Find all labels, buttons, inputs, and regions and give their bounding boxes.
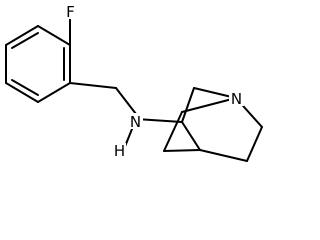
bond-nh-to-cage-carbon bbox=[135, 118, 183, 123]
ring-double-bond-c2-c3 bbox=[11, 32, 39, 49]
cage-bond-c5-c6 bbox=[163, 111, 183, 152]
atom-label-amine-hydrogen: H bbox=[114, 142, 125, 160]
fluorophenyl-ring bbox=[5, 25, 71, 103]
bond-ring-to-methylene bbox=[69, 82, 117, 89]
atom-label-bridgehead-nitrogen: N bbox=[231, 90, 242, 108]
ring-double-bond-c4-c5 bbox=[11, 79, 39, 96]
cage-bond-c3-c4 bbox=[181, 121, 201, 151]
cage-bond-c4-c5 bbox=[163, 149, 201, 152]
cage-bond-c4-c7 bbox=[199, 149, 248, 162]
ring-bond-c5-c6 bbox=[37, 82, 71, 103]
cage-bond-c3-c2 bbox=[181, 87, 195, 123]
chemical-structure-diagram: F N H N bbox=[5, 3, 263, 162]
atom-amine-nitrogen: N bbox=[128, 113, 143, 131]
atom-bridgehead-nitrogen: N bbox=[229, 90, 244, 108]
ring-bond-c4-c5 bbox=[5, 82, 39, 103]
bond-methylene-to-nh bbox=[115, 87, 137, 115]
cage-bond-c7-c8 bbox=[246, 126, 263, 162]
atom-label-fluorine: F bbox=[66, 3, 75, 21]
atom-fluorine: F bbox=[64, 3, 77, 21]
ring-bond-c1-c2 bbox=[37, 25, 71, 46]
atom-amine-hydrogen: H bbox=[113, 142, 126, 160]
ring-bond-c2-c3 bbox=[5, 25, 39, 46]
atom-label-amine-nitrogen: N bbox=[130, 113, 141, 131]
quinuclidine-cage bbox=[163, 87, 263, 162]
cage-bond-c6-n1 bbox=[181, 97, 237, 113]
